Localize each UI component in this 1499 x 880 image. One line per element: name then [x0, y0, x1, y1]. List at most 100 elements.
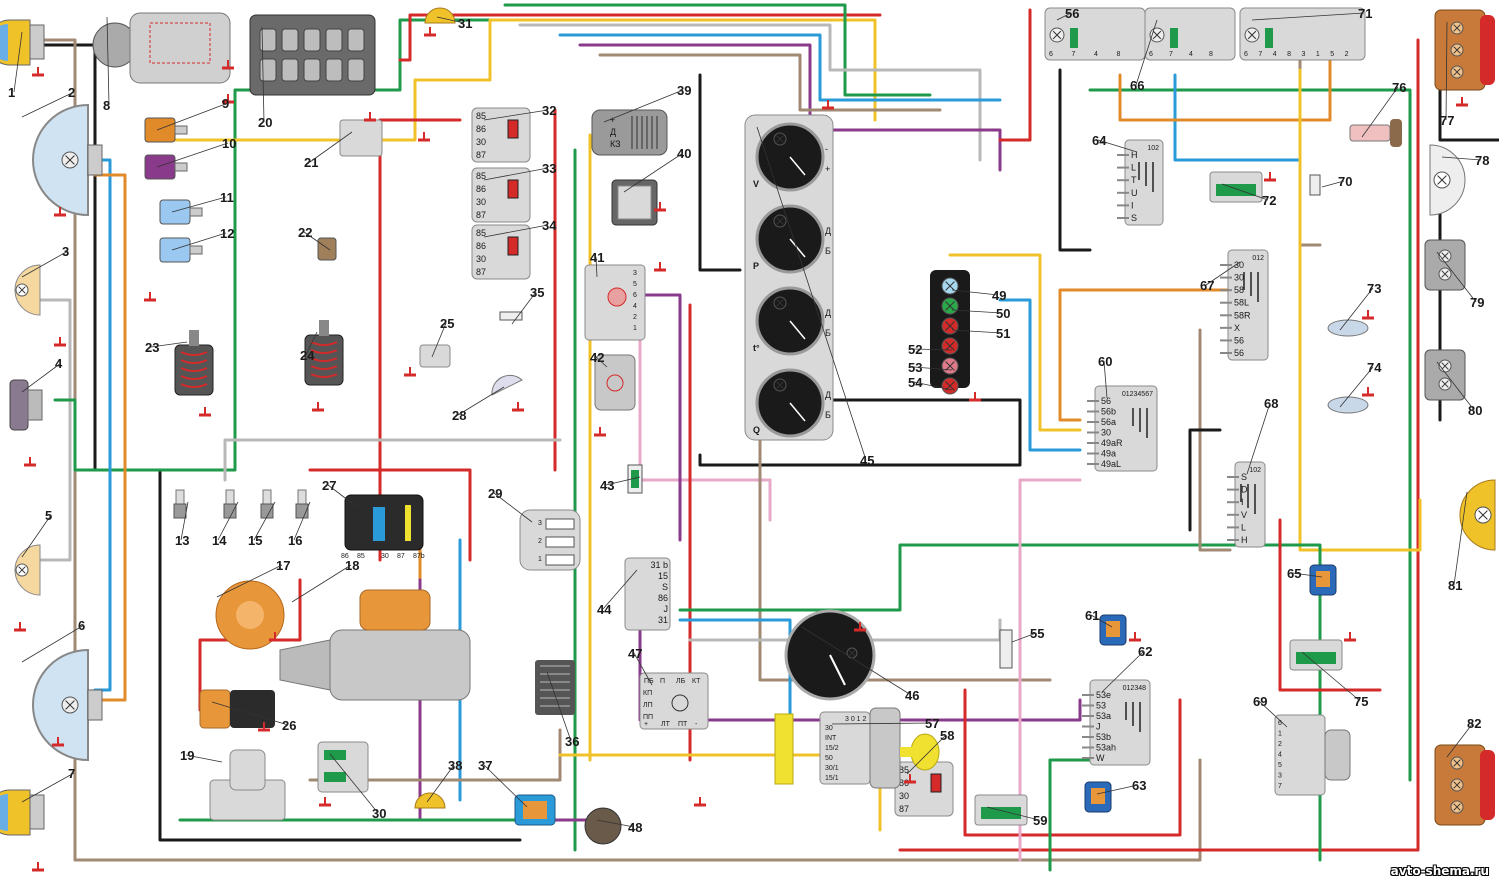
sensor-core [1106, 621, 1120, 637]
component-number-52: 52 [908, 342, 922, 357]
sensor-terminal [174, 125, 188, 135]
component-number-20: 20 [258, 115, 272, 130]
lamp-cross [1441, 270, 1449, 278]
switch-barrel [869, 707, 901, 789]
headlamp-6 [32, 648, 103, 762]
relay-terminal: 86 [476, 184, 486, 194]
leader-line [633, 652, 653, 686]
speed-tick-label: 160 [847, 630, 859, 637]
coil-winding [180, 351, 208, 356]
headlamp-body [32, 103, 89, 217]
sensor-core [1316, 571, 1330, 587]
solenoid-tip [199, 689, 231, 729]
wire-green [1048, 758, 1092, 872]
switch-terminal: 1 [633, 325, 637, 332]
regulator-body [591, 109, 668, 156]
switch-terminal: 30 [825, 725, 833, 732]
plate-lamp-80 [1424, 349, 1466, 401]
battery-cell [347, 28, 365, 52]
leader-line [106, 16, 110, 106]
fuse-55 [999, 629, 1013, 669]
gauge-scale-label: 4 [785, 256, 789, 263]
leader-line [21, 624, 85, 663]
switch-terminal: 56 [1234, 348, 1244, 358]
wire-black [698, 398, 1022, 467]
relay-terminal: 87b [413, 553, 425, 560]
coil-winding [180, 359, 208, 364]
plug-body [260, 503, 274, 519]
leader-line [756, 126, 867, 461]
component-number-63: 63 [1132, 778, 1146, 793]
wire-brown [598, 53, 942, 112]
switch-positions: 012348 [1123, 685, 1146, 692]
plug-insulator [297, 489, 307, 505]
switch-21 [339, 119, 383, 157]
unit-terminal: ПБ [644, 678, 654, 685]
switch-body [1234, 461, 1266, 548]
wire-yellow [153, 18, 877, 142]
component-number-11: 11 [220, 190, 234, 205]
speed-tick-label: 40 [794, 665, 802, 672]
sensor-10 [144, 154, 188, 180]
switch-terminal: H [1241, 535, 1248, 545]
bulb-icon [1450, 800, 1464, 814]
bulb-icon [1450, 21, 1464, 35]
component-number-36: 36 [565, 734, 579, 749]
element [324, 772, 346, 782]
wire-brown [758, 428, 1052, 682]
component-number-58: 58 [940, 728, 954, 743]
speed-tick-label: 60 [806, 680, 814, 687]
leader-line [1011, 632, 1037, 643]
leader-line [21, 772, 75, 803]
switch-terminal: X [1234, 323, 1240, 333]
gauge-terminal: Д [825, 226, 831, 236]
relay-terminal: 85 [476, 171, 486, 181]
gauge-scale-label: 0 [811, 241, 815, 248]
wire-green [503, 3, 932, 97]
key-blade [900, 747, 914, 757]
component-number-25: 25 [440, 316, 454, 331]
capacitor-inner [617, 185, 652, 220]
wire-brown [43, 38, 1202, 862]
wire-orange [93, 173, 127, 702]
gauge-label: Q [753, 425, 760, 435]
switch-terminal: 2 [633, 314, 637, 321]
leader-line [596, 819, 635, 828]
gauge-lamp-icon [773, 378, 787, 392]
lamp-lens [1480, 15, 1495, 85]
component-number-47: 47 [628, 646, 642, 661]
lamp-cross [848, 649, 856, 657]
starter-nose [279, 639, 331, 691]
module-terminal: 6 [1049, 51, 1053, 58]
plug-body [173, 503, 187, 519]
motor-icon [607, 287, 627, 307]
unit-terminal: ЛТ [661, 721, 671, 728]
component-number-68: 68 [1264, 396, 1278, 411]
battery-20 [249, 14, 376, 96]
module-terminal: 4 [1273, 51, 1277, 58]
relay-terminal: S [662, 582, 668, 592]
battery-cell [281, 58, 299, 82]
switch-terminal: 5 [1278, 762, 1282, 769]
component-number-23: 23 [145, 340, 159, 355]
gauge-lamp-icon [773, 132, 787, 146]
ignition-coil-24 [304, 320, 344, 386]
leader-line [457, 386, 505, 416]
gauge-scale-label: 0 [811, 405, 815, 412]
switch-body [1124, 139, 1164, 226]
headlamp-socket [87, 144, 103, 176]
gauge-needle [789, 156, 806, 176]
transistor-icon [671, 694, 689, 712]
component-number-46: 46 [905, 688, 919, 703]
switch-body [339, 119, 383, 157]
leader-line [831, 722, 932, 725]
wire-red [378, 118, 462, 562]
switch-terminal: 56b [1101, 407, 1116, 417]
component-number-17: 17 [276, 558, 290, 573]
module-terminal: 3 [1302, 51, 1306, 58]
rear-lamp-77 [1434, 9, 1495, 91]
leader-line [171, 232, 227, 251]
